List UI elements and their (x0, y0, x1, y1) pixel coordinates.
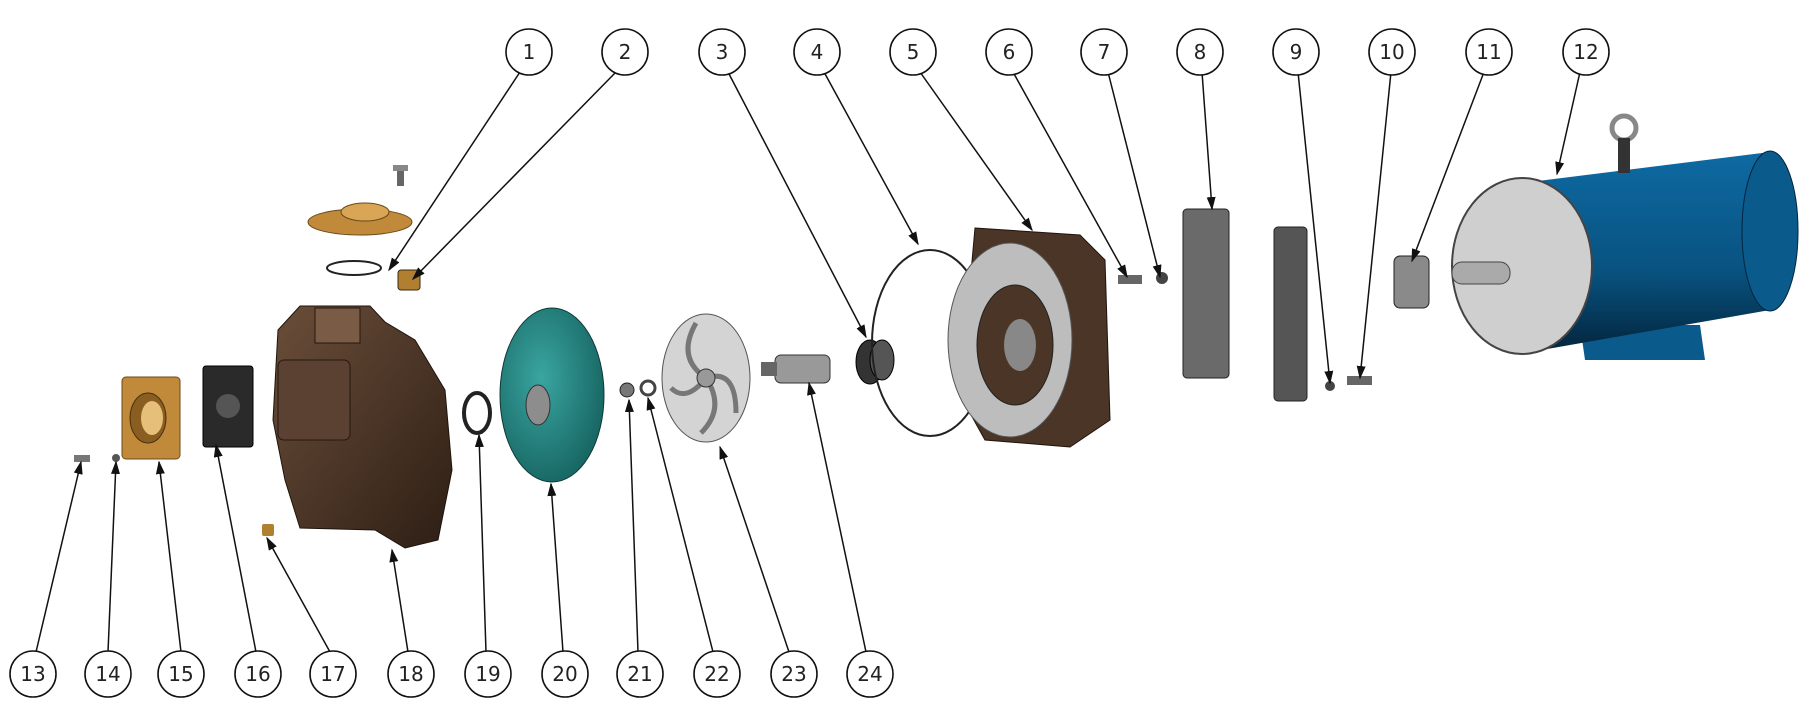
guard-part (1273, 226, 1308, 402)
svg-text:18: 18 (398, 662, 423, 686)
callout-21: 21 (616, 650, 664, 698)
callout-9: 9 (1272, 28, 1320, 76)
motor-adapter-part (947, 227, 1111, 448)
svg-text:12: 12 (1573, 40, 1598, 64)
callout-14: 14 (84, 650, 132, 698)
callout-19: 19 (464, 650, 512, 698)
callout-3: 3 (698, 28, 746, 76)
discharge-flange-part (307, 165, 413, 236)
callout-24: 24 (846, 650, 894, 698)
callout-1: 1 (505, 28, 553, 76)
callout-10: 10 (1368, 28, 1416, 76)
svg-text:23: 23 (781, 662, 806, 686)
guard-8-part (1182, 208, 1230, 379)
o-ring-19-part (462, 391, 492, 435)
callout-4: 4 (793, 28, 841, 76)
callout-13: 13 (9, 650, 57, 698)
svg-text:4: 4 (811, 40, 824, 64)
coupling-part (1393, 255, 1430, 309)
svg-text:24: 24 (857, 662, 882, 686)
shaft-sleeve-part (761, 354, 831, 384)
svg-text:15: 15 (168, 662, 193, 686)
callout-7: 7 (1080, 28, 1128, 76)
svg-text:13: 13 (20, 662, 45, 686)
svg-text:7: 7 (1098, 40, 1111, 64)
callout-16: 16 (234, 650, 282, 698)
svg-text:14: 14 (95, 662, 120, 686)
mechanical-seal-part (855, 339, 895, 385)
o-ring-part (326, 260, 382, 276)
callout-22: 22 (693, 650, 741, 698)
svg-text:5: 5 (907, 40, 920, 64)
callout-2: 2 (601, 28, 649, 76)
svg-text:16: 16 (245, 662, 270, 686)
callout-11: 11 (1465, 28, 1513, 76)
pump-casing-part (272, 305, 453, 549)
drain-plug-part (262, 524, 274, 536)
svg-text:22: 22 (704, 662, 729, 686)
washer-21-part (619, 382, 635, 398)
bolt-13-part (74, 455, 90, 462)
suction-flange-part (121, 376, 181, 460)
svg-text:20: 20 (552, 662, 577, 686)
svg-text:10: 10 (1379, 40, 1404, 64)
svg-text:1: 1 (523, 40, 536, 64)
callout-12: 12 (1562, 28, 1610, 76)
svg-text:2: 2 (619, 40, 632, 64)
callout-6: 6 (985, 28, 1033, 76)
svg-text:17: 17 (320, 662, 345, 686)
bolt-10-part (1347, 376, 1372, 385)
callout-17: 17 (309, 650, 357, 698)
plug-part (397, 269, 421, 291)
callouts-top: 1 2 3 4 5 6 7 8 9 10 11 12 (505, 28, 1610, 76)
callout-23: 23 (770, 650, 818, 698)
motor-part (1451, 113, 1799, 360)
leader-lines (35, 71, 1581, 653)
callout-5: 5 (889, 28, 937, 76)
washer-22-part (639, 379, 657, 397)
wear-plate-part (499, 307, 605, 483)
callouts-bottom: 13 14 15 16 17 18 19 20 21 22 23 24 (9, 650, 894, 698)
callout-20: 20 (541, 650, 589, 698)
callout-15: 15 (157, 650, 205, 698)
svg-text:6: 6 (1003, 40, 1016, 64)
svg-text:11: 11 (1476, 40, 1501, 64)
svg-text:8: 8 (1194, 40, 1207, 64)
washer-7-part (1156, 272, 1168, 284)
svg-text:3: 3 (716, 40, 729, 64)
callout-8: 8 (1176, 28, 1224, 76)
svg-text:19: 19 (475, 662, 500, 686)
svg-text:21: 21 (627, 662, 652, 686)
impeller-part (661, 313, 751, 443)
svg-text:9: 9 (1290, 40, 1303, 64)
callout-18: 18 (387, 650, 435, 698)
bolt-6-part (1118, 275, 1142, 284)
washer-14-part (112, 454, 120, 462)
parts (74, 113, 1799, 549)
